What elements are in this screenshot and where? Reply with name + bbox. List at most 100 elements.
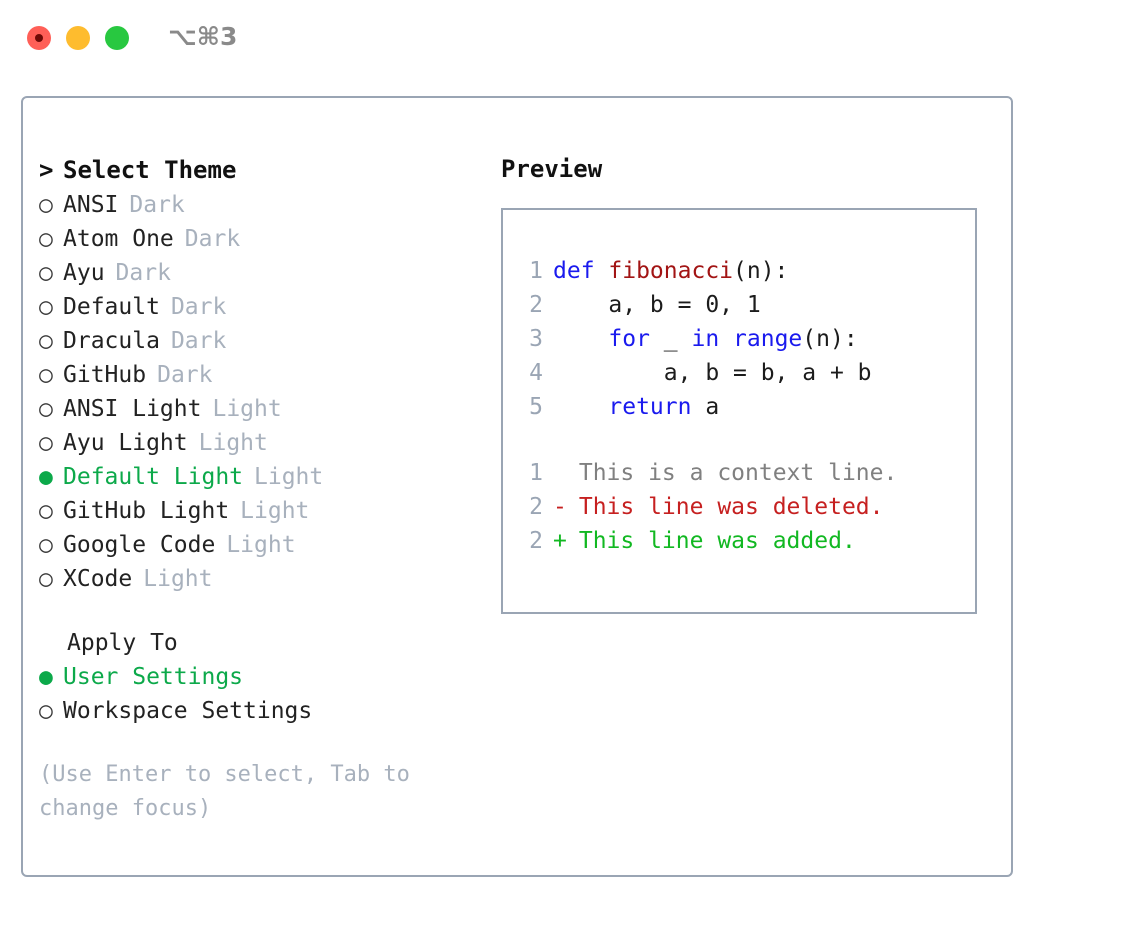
caret-icon: >: [39, 156, 54, 184]
code-line: 3 for _ in range(n):: [517, 322, 897, 356]
theme-item-label: GitHub Light: [63, 498, 230, 524]
theme-item-label: GitHub: [63, 362, 147, 388]
code-token: (n):: [802, 326, 858, 352]
apply-to-option[interactable]: ● User Settings: [39, 660, 499, 694]
theme-item-variant: Dark: [170, 294, 227, 320]
theme-item-label: Dracula: [63, 328, 160, 354]
code-token: [719, 326, 733, 352]
diff-sign: +: [553, 528, 567, 554]
apply-to-list: ● User Settings ○ Workspace Settings: [39, 660, 499, 728]
theme-item-variant: Light: [226, 532, 296, 558]
select-theme-header: > Select Theme: [39, 152, 499, 188]
code-line: 4 a, b = b, a + b: [517, 356, 897, 390]
theme-item-variant: Light: [198, 430, 268, 456]
radio-unselected-icon: ○: [39, 362, 53, 388]
line-number: 2: [529, 528, 543, 554]
theme-list-item[interactable]: ○ ANSI Dark: [39, 188, 499, 222]
theme-list-item[interactable]: ○ XCode Light: [39, 562, 499, 596]
theme-item-variant: Dark: [115, 260, 171, 286]
code-diff-gap: [517, 424, 897, 456]
theme-item-label: Ayu Light: [63, 430, 188, 456]
radio-unselected-icon: ○: [39, 698, 53, 724]
theme-item-label: ANSI: [63, 192, 119, 218]
code-line: 5 return a: [517, 390, 897, 424]
list-spacer: [39, 596, 499, 626]
radio-unselected-icon: ○: [39, 294, 53, 320]
theme-item-variant: Light: [143, 566, 213, 592]
minimize-button-icon[interactable]: [66, 26, 90, 50]
diff-sign: [553, 456, 565, 490]
line-number: 1: [529, 258, 543, 284]
apply-to-option-label: Workspace Settings: [63, 698, 313, 724]
window-title-shortcut: ⌥⌘3: [168, 22, 238, 51]
theme-item-label: XCode: [63, 566, 133, 592]
keyboard-hint: (Use Enter to select, Tab to change focu…: [39, 762, 410, 821]
radio-unselected-icon: ○: [39, 430, 53, 456]
diff-text: This line was deleted.: [565, 494, 884, 520]
close-button-icon[interactable]: [27, 26, 51, 50]
code-line: 2 a, b = 0, 1: [517, 288, 897, 322]
theme-item-variant: Light: [240, 498, 310, 524]
code-token: a, b = b, a + b: [553, 360, 872, 386]
diff-line: 2- This line was deleted.: [517, 490, 897, 524]
code-token: a: [691, 394, 720, 420]
radio-unselected-icon: ○: [39, 226, 53, 252]
theme-list-item[interactable]: ○ Ayu Light Light: [39, 426, 499, 460]
code-token: for: [608, 326, 650, 352]
radio-selected-icon: ●: [39, 464, 53, 490]
code-token: (n):: [733, 258, 789, 284]
apply-to-option[interactable]: ○ Workspace Settings: [39, 694, 499, 728]
radio-unselected-icon: ○: [39, 192, 53, 218]
maximize-button-icon[interactable]: [105, 26, 129, 50]
code-token: range: [733, 326, 803, 352]
title-bar: ⌥⌘3: [0, 0, 1140, 76]
theme-item-variant: Dark: [129, 192, 185, 218]
code-token: def: [553, 258, 609, 284]
line-number: 2: [529, 494, 543, 520]
radio-unselected-icon: ○: [39, 396, 53, 422]
line-number: 3: [529, 326, 543, 352]
radio-unselected-icon: ○: [39, 260, 53, 286]
apply-to-option-label: User Settings: [63, 664, 244, 690]
code-token: a, b = 0, 1: [553, 292, 761, 318]
radio-unselected-icon: ○: [39, 498, 53, 524]
code-token: in: [691, 326, 720, 352]
theme-list-item[interactable]: ○ GitHub Dark: [39, 358, 499, 392]
preview-title: Preview: [501, 155, 603, 183]
theme-item-variant: Dark: [184, 226, 241, 252]
line-number: 1: [529, 460, 543, 486]
theme-item-label: ANSI Light: [63, 396, 202, 422]
traffic-lights: [27, 26, 129, 50]
diff-sign: -: [553, 494, 567, 520]
theme-list-item[interactable]: ○ GitHub Light Light: [39, 494, 499, 528]
select-theme-header-label: Select Theme: [63, 156, 237, 184]
radio-selected-icon: ●: [39, 664, 53, 690]
code-token: [553, 394, 608, 420]
theme-item-variant: Dark: [157, 362, 213, 388]
radio-unselected-icon: ○: [39, 532, 53, 558]
radio-unselected-icon: ○: [39, 566, 53, 592]
diff-line: 1 This is a context line.: [517, 456, 897, 490]
theme-item-variant: Dark: [170, 328, 227, 354]
line-number: 2: [529, 292, 543, 318]
diff-text: This is a context line.: [565, 460, 898, 486]
theme-item-label: Default Light: [63, 464, 244, 490]
code-token: return: [608, 394, 692, 420]
